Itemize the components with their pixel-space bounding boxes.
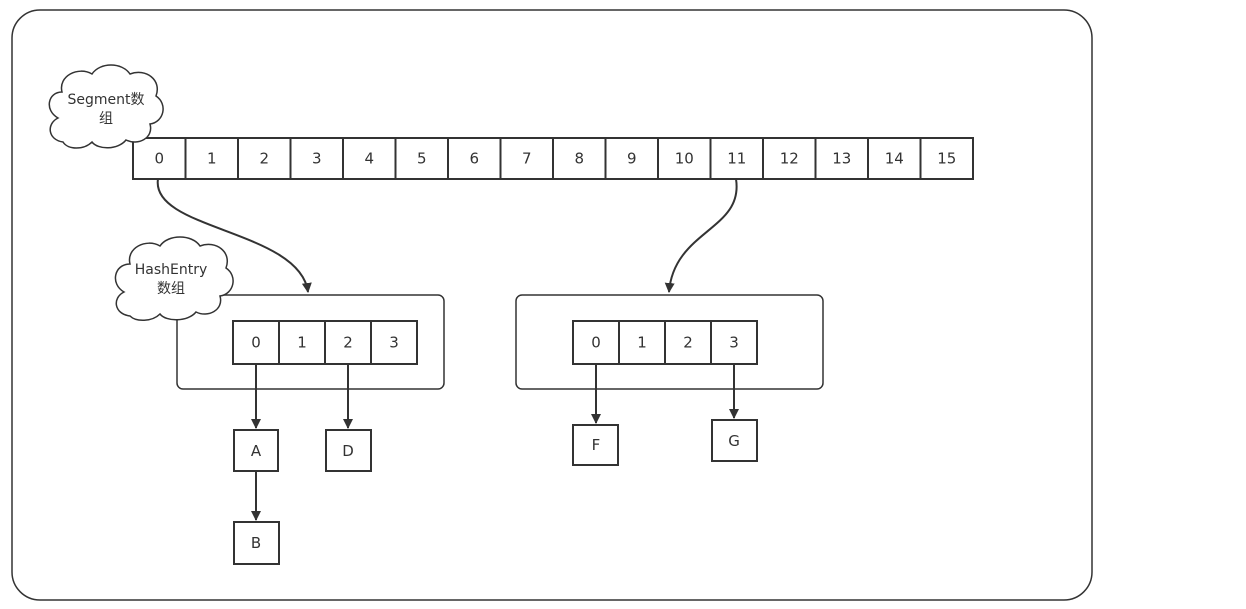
entry-node-A: A [233,429,279,472]
segment-cell-2: 2 [237,137,292,180]
segment-cell-9: 9 [604,137,659,180]
segment-cell-14: 14 [867,137,922,180]
hashentry-left-index-3: 3 [389,334,399,352]
hashentry-left-index-2: 2 [343,334,353,352]
segment-index-8: 8 [574,150,584,168]
segment-index-6: 6 [469,150,479,168]
connector-segment11-to-right [664,178,738,293]
segment-cell-15: 15 [919,137,974,180]
segment-cell-0: 0 [132,137,187,180]
svg-text:B: B [251,534,261,552]
hashentry-right-cell-3: 3 [710,320,758,365]
segment-index-14: 14 [885,150,904,168]
segment-cell-1: 1 [184,137,239,180]
connector-segment0-to-left [156,178,312,293]
segment-index-0: 0 [154,150,164,168]
segment-index-2: 2 [259,150,269,168]
hashentry-right-index-3: 3 [729,334,739,352]
hashentry-label-line1: HashEntry [135,262,208,278]
segment-index-15: 15 [937,150,956,168]
segment-index-1: 1 [207,150,217,168]
segment-cell-7: 7 [499,137,554,180]
hashentry-left-index-1: 1 [297,334,307,352]
segment-cell-4: 4 [342,137,397,180]
entry-node-B: B [233,521,280,565]
segment-index-11: 11 [727,150,746,168]
entry-node-G: G [711,419,758,462]
hashentry-left-cell-0: 0 [232,320,280,365]
segment-label-line2: 组 [99,111,113,127]
segment-cell-13: 13 [814,137,869,180]
segment-index-7: 7 [522,150,532,168]
segment-cell-12: 12 [762,137,817,180]
entry-node-F: F [572,424,619,466]
segment-index-9: 9 [627,150,637,168]
hashentry-left-cell-2: 2 [324,320,372,365]
svg-text:F: F [592,436,601,454]
segment-cell-10: 10 [657,137,712,180]
segment-label-line1: Segment数 [68,92,145,108]
hashentry-array-left: 0 1 2 3 [232,320,418,365]
hashentry-left-index-0: 0 [251,334,261,352]
hashentry-cloud: HashEntry 数组 [114,236,234,321]
segment-cell-11: 11 [709,137,764,180]
hashentry-cloud-shape [114,236,234,321]
segment-cell-5: 5 [394,137,449,180]
hashentry-right-cell-2: 2 [664,320,712,365]
hashentry-right-cell-1: 1 [618,320,666,365]
hashentry-array-right: 0 1 2 3 [572,320,758,365]
segment-index-3: 3 [312,150,322,168]
entry-node-D: D [325,429,372,472]
segment-index-12: 12 [780,150,799,168]
segment-cell-8: 8 [552,137,607,180]
hashentry-right-index-0: 0 [591,334,601,352]
segment-index-5: 5 [417,150,427,168]
hashentry-label-line2: 数组 [157,281,185,297]
segment-cell-6: 6 [447,137,502,180]
hashentry-left-cell-3: 3 [370,320,418,365]
svg-text:A: A [251,442,262,460]
hashentry-right-cell-0: 0 [572,320,620,365]
segment-index-10: 10 [675,150,694,168]
segment-index-4: 4 [364,150,374,168]
hashentry-right-index-1: 1 [637,334,647,352]
segment-cloud: Segment数 组 [48,64,164,149]
segment-cell-3: 3 [289,137,344,180]
segment-index-13: 13 [832,150,851,168]
hashentry-left-cell-1: 1 [278,320,326,365]
svg-text:D: D [342,442,354,460]
hashentry-right-index-2: 2 [683,334,693,352]
segment-cloud-shape [48,64,164,149]
svg-text:G: G [728,432,740,450]
